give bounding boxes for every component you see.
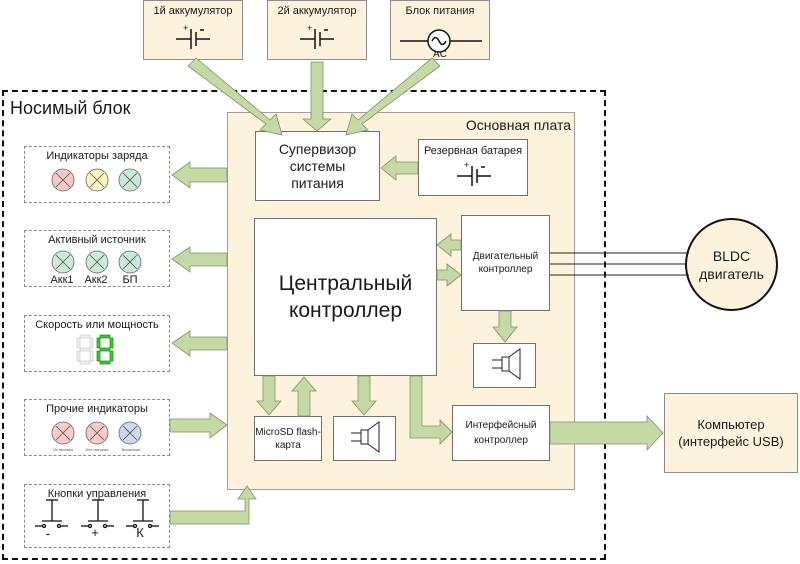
main-board-title: Основная плата xyxy=(465,117,571,133)
panel-other-title: Прочие индикаторы xyxy=(46,403,148,415)
ac-label: AC xyxy=(433,49,447,60)
panel-buttons-title: Кнопки управления xyxy=(47,488,147,500)
panel-charge-indicators: Индикаторы заряда xyxy=(24,146,170,203)
central-speaker-box xyxy=(333,416,396,461)
lamp-label-acc1: Акк1 xyxy=(50,274,74,286)
source-power-supply: Блок питания AC xyxy=(390,0,490,60)
backup-battery: Резервная батарея xyxy=(418,139,528,196)
computer: Компьютер (интерфейс USB) xyxy=(664,393,798,473)
motor-controller-label: Двигательный контроллер xyxy=(472,251,539,275)
interface-controller: Интерфейсный контроллер xyxy=(452,405,550,461)
panel-other-indicators: Прочие индикаторы Остановка Нет питания … xyxy=(24,399,170,456)
usb-label: USB xyxy=(584,424,613,440)
source-battery-1-label: 1й аккумулятор xyxy=(153,5,233,17)
source-power-supply-label: Блок питания xyxy=(405,5,475,17)
microsd-card-label: MicroSD flash-карта xyxy=(255,426,321,451)
power-supervisor-label: Супервизор системы питания xyxy=(278,140,357,191)
lamp-label-acc2: Акк2 xyxy=(84,274,108,286)
lamp-label-no-power: Нет питания xyxy=(85,447,109,452)
bldc-motor: BLDC двигатель xyxy=(685,218,778,311)
button-plus-label: + xyxy=(91,525,99,540)
wearable-unit-title: Носимый блок xyxy=(10,98,131,118)
panel-speed-title: Скорость или мощность xyxy=(35,319,159,331)
bldc-motor-label: BLDC двигатель xyxy=(699,247,764,282)
motor-controller: Двигательный контроллер xyxy=(461,215,550,311)
source-battery-1: 1й аккумулятор xyxy=(143,0,243,60)
power-supervisor: Супервизор системы питания xyxy=(255,131,380,201)
backup-battery-label: Резервная батарея xyxy=(423,145,523,157)
panel-control-buttons: Кнопки управления - + К xyxy=(24,484,170,548)
microsd-card: MicroSD flash-карта xyxy=(254,416,322,461)
lamp-label-stop: Остановка xyxy=(53,447,73,452)
lamp-label-psu: БП xyxy=(122,274,138,286)
panel-active-source-title: Активный источник xyxy=(48,234,146,246)
panel-active-source: Активный источник Акк1 Акк2 БП xyxy=(24,230,170,287)
panel-speed-power: Скорость или мощность xyxy=(24,315,170,372)
lamp-label-attention: Внимание xyxy=(121,447,141,452)
source-battery-2: 2й аккумулятор xyxy=(267,0,367,60)
button-k-label: К xyxy=(136,525,144,540)
central-controller: Центральный контроллер xyxy=(254,218,437,376)
central-controller-label: Центральный контроллер xyxy=(278,272,413,322)
panel-charge-title: Индикаторы заряда xyxy=(46,150,148,162)
motor-speaker-box xyxy=(473,343,536,388)
computer-label: Компьютер (интерфейс USB) xyxy=(678,417,784,449)
source-battery-2-label: 2й аккумулятор xyxy=(277,5,357,17)
button-minus-label: - xyxy=(45,525,51,541)
interface-controller-label: Интерфейсный контроллер xyxy=(465,420,537,446)
